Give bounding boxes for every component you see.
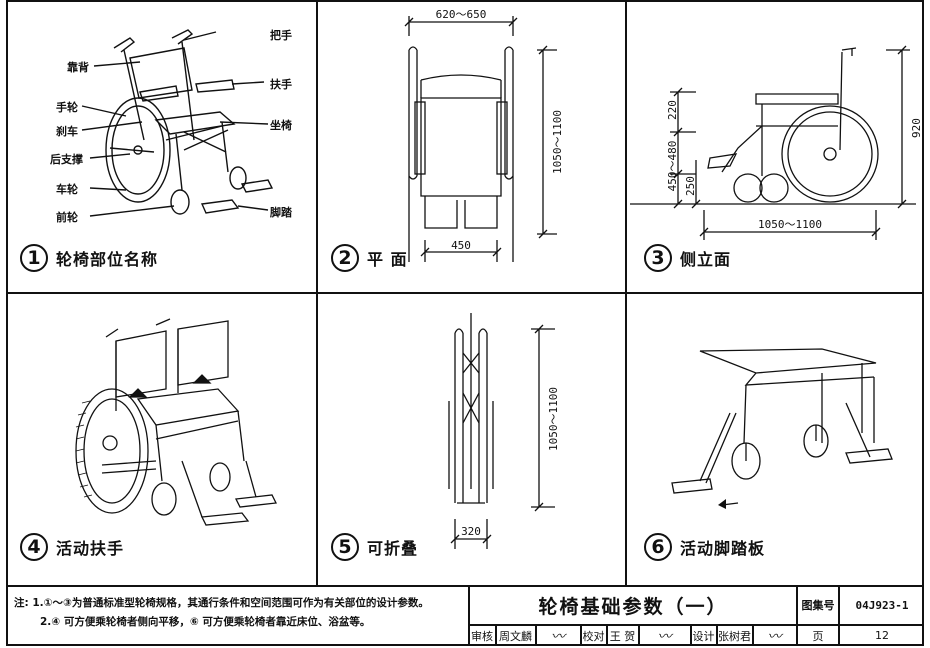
wheelchair-footrest-drawing <box>671 348 893 509</box>
dim-side-220: 220 <box>666 100 679 120</box>
panel-title: 平 面 <box>367 250 408 269</box>
dim-fold-width: 320 <box>461 525 481 538</box>
panel-title: 轮椅部位名称 <box>56 250 159 269</box>
part-label-handle: 把手 <box>270 29 292 42</box>
title-block-border <box>838 585 840 646</box>
panel-number: 5 <box>331 533 359 561</box>
panel-title: 活动脚踏板 <box>680 539 766 558</box>
dim-fold-length: 1050～1100 <box>547 387 560 451</box>
part-label-wheel: 车轮 <box>56 183 78 196</box>
dim-plan-bottom: 450 <box>451 239 471 252</box>
panel-caption: 4 活动扶手 <box>20 533 124 561</box>
title-block-border <box>796 585 798 646</box>
wheelchair-side-drawing: 220 450～480 250 920 1050～1100 <box>630 45 923 240</box>
panel-removable-footrest: 6 活动脚踏板 <box>626 293 924 585</box>
part-label-brake: 刹车 <box>56 125 78 138</box>
panel-foldable: 1050～1100 320 5 可折叠 <box>317 293 625 585</box>
dim-side-920: 920 <box>910 118 923 138</box>
dim-side-length: 1050～1100 <box>758 218 822 231</box>
design-label: 设计 <box>692 629 715 643</box>
title-block-border <box>468 624 924 626</box>
check-label: 校对 <box>582 629 605 643</box>
panel-caption: 5 可折叠 <box>331 533 418 561</box>
part-label-footrest: 脚踏 <box>270 206 292 219</box>
wheelchair-armrest-drawing <box>75 318 277 526</box>
panel-title: 可折叠 <box>367 539 419 558</box>
part-label-handrim: 手轮 <box>56 101 78 114</box>
reviewer-signature: 〰 <box>551 628 565 645</box>
panel-number: 2 <box>331 244 359 272</box>
drawing-title: 轮椅基础参数（一） <box>538 595 728 618</box>
note-line-2: 2.④ 可方便乘轮椅者侧向平移，⑥ 可方便乘轮椅者靠近床位、浴盆等。 <box>40 616 371 628</box>
panel-title: 活动扶手 <box>56 539 125 558</box>
dim-plan-width: 620～650 <box>436 8 487 21</box>
atlas-label: 图集号 <box>801 599 835 612</box>
page-number: 12 <box>875 629 889 642</box>
panel-number: 3 <box>644 244 672 272</box>
panel-caption: 1 轮椅部位名称 <box>20 244 158 272</box>
panel-removable-armrest: 4 活动扶手 <box>6 293 316 585</box>
panel-number: 1 <box>20 244 48 272</box>
panel-side-elevation: 220 450～480 250 920 1050～1100 3 侧立面 <box>626 0 924 292</box>
panel-number: 4 <box>20 533 48 561</box>
grid-divider <box>6 292 924 294</box>
note-line-1: 注: 1.①～③为普通标准型轮椅规格，其通行条件和空间范围可作为有关部位的设计参… <box>14 597 429 609</box>
part-label-backrest: 靠背 <box>67 61 89 74</box>
part-label-armrest: 扶手 <box>270 78 292 91</box>
panel-caption: 2 平 面 <box>331 244 408 272</box>
panel-title: 侧立面 <box>680 250 732 269</box>
wheelchair-parts-drawing <box>81 29 274 217</box>
wheelchair-plan-drawing: 620～650 1050～1100 450 <box>404 8 564 262</box>
part-label-front-wheel: 前轮 <box>56 211 78 224</box>
dim-plan-length: 1050～1100 <box>551 110 564 174</box>
part-label-seat: 坐椅 <box>270 119 292 132</box>
title-block-border <box>468 585 470 646</box>
grid-divider <box>6 585 924 587</box>
sheet-frame <box>6 0 924 646</box>
designer-signature: 〰 <box>767 628 782 645</box>
reviewer-name: 周文麟 <box>499 629 532 643</box>
wheelchair-folded-drawing: 1050～1100 320 <box>448 313 560 549</box>
panel-caption: 3 侧立面 <box>644 244 731 272</box>
notes: 注: 1.①～③为普通标准型轮椅规格，其通行条件和空间范围可作为有关部位的设计参… <box>14 594 429 632</box>
page-label: 页 <box>812 629 824 643</box>
dim-side-450-480: 450～480 <box>666 141 679 192</box>
part-label-rear-support: 后支撑 <box>50 153 83 166</box>
atlas-number: 04J923-1 <box>855 598 909 612</box>
panel-caption: 6 活动脚踏板 <box>644 533 765 561</box>
review-label: 审核 <box>471 629 493 643</box>
panel-part-names: 靠背 把手 扶手 手轮 刹车 坐椅 后支撑 车轮 前轮 脚踏 1 轮椅部位名称 <box>6 0 316 292</box>
panel-plan: 620～650 1050～1100 450 2 平 面 <box>317 0 625 292</box>
panel-number: 6 <box>644 533 672 561</box>
dim-side-250: 250 <box>684 176 697 196</box>
checker-signature: 〰 <box>657 628 672 645</box>
checker-name: 王 贺 <box>609 629 636 643</box>
designer-name: 张树君 <box>718 629 751 643</box>
